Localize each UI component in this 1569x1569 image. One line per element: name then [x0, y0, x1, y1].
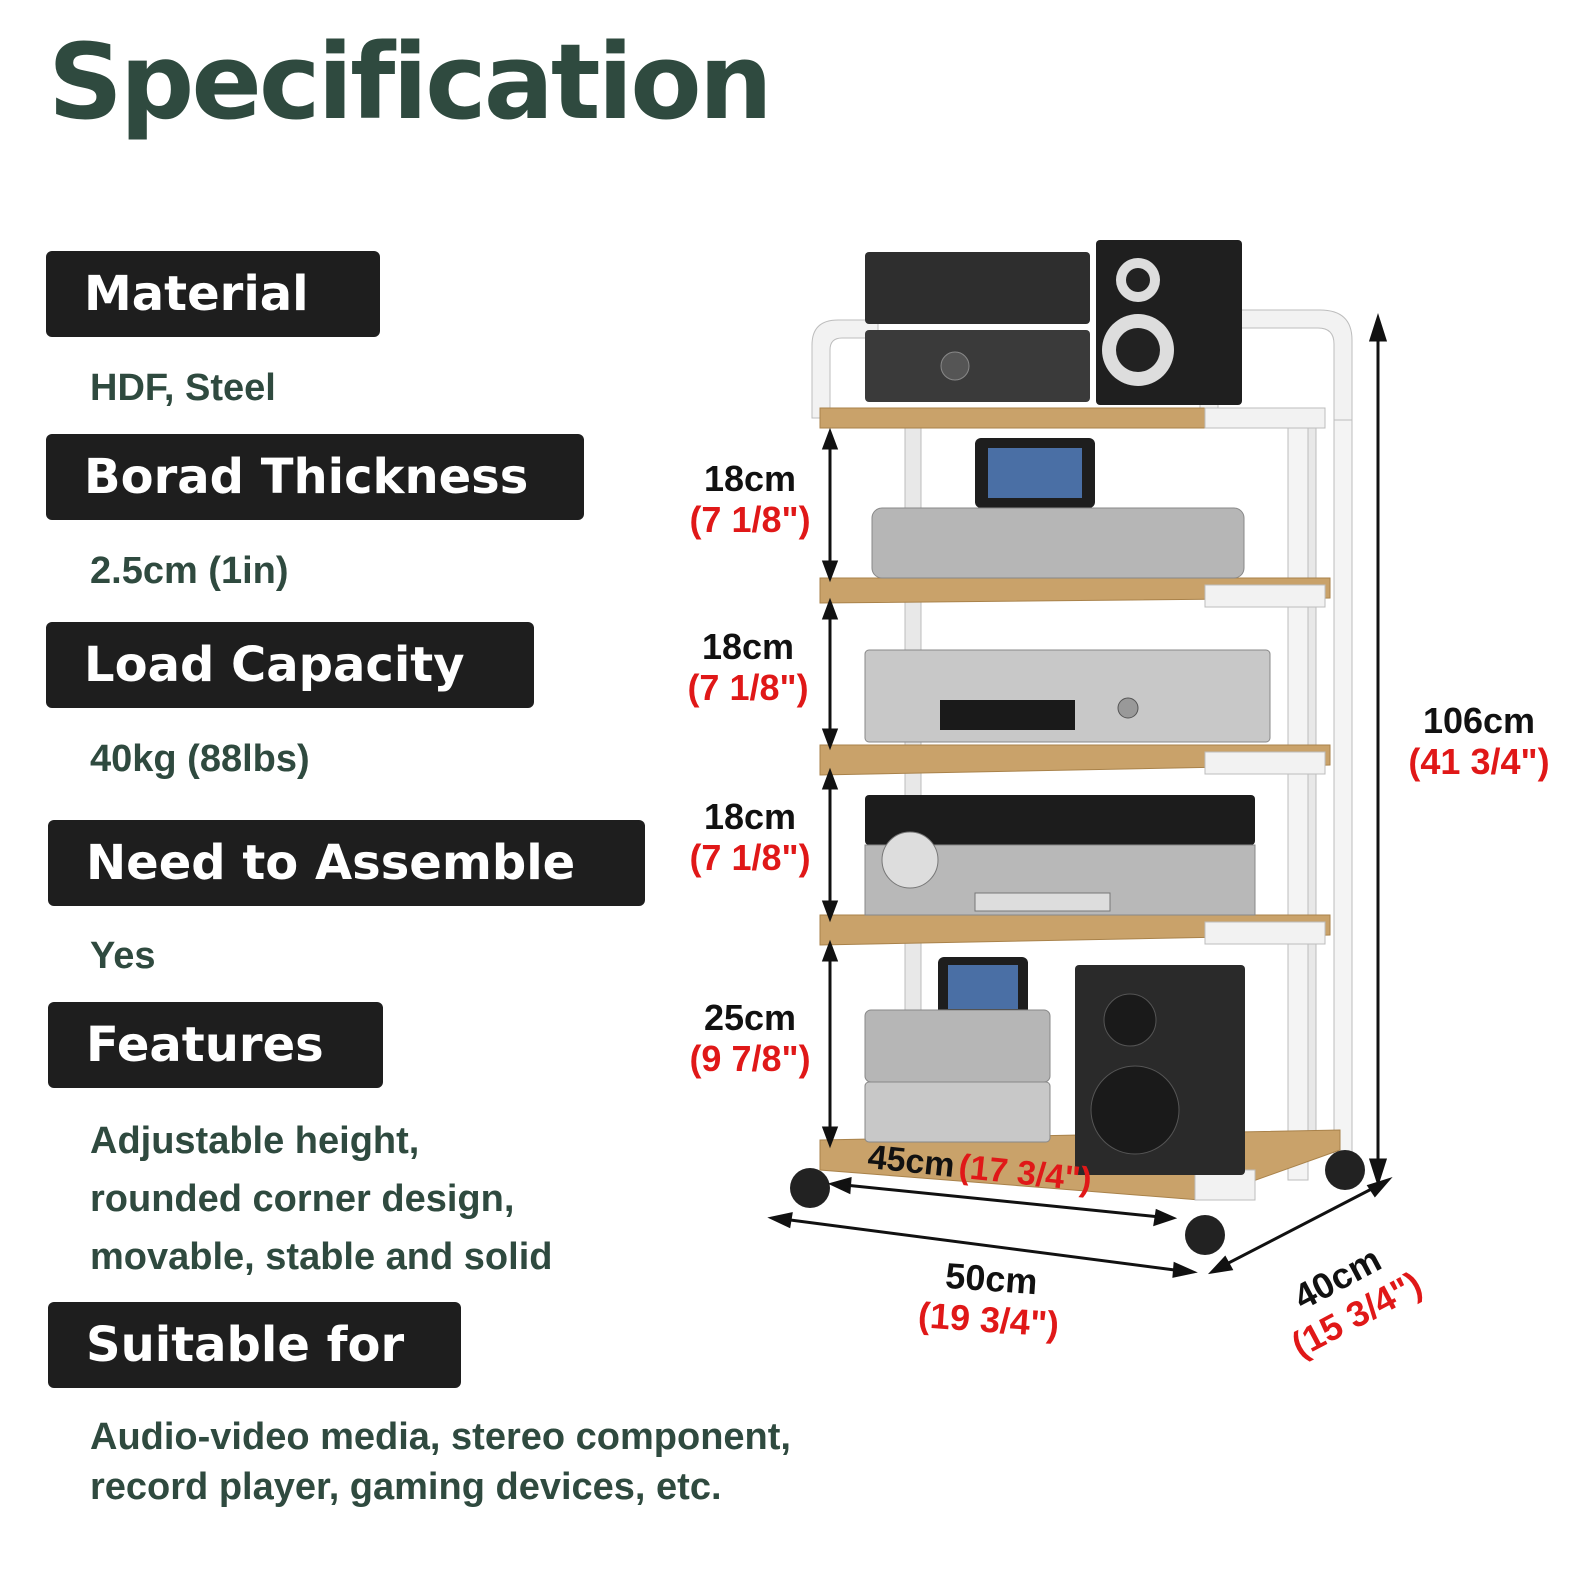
gap3-cm: 18cm	[703, 796, 797, 837]
width-dimension: 50cm (19 3/4")	[902, 1252, 1077, 1346]
bottom-devices	[864, 957, 1051, 1143]
features-value: Adjustable height, rounded corner design…	[90, 1112, 552, 1286]
gap1-dimension: 18cm (7 1/8")	[680, 458, 820, 541]
suitable-for-value: Audio-video media, stereo component, rec…	[90, 1412, 791, 1512]
shelf3-cd-player	[864, 649, 1271, 743]
features-label: Features	[48, 1002, 383, 1088]
shelf	[819, 744, 1331, 776]
height-dimension: 106cm (41 3/4")	[1394, 700, 1564, 783]
load-capacity-value: 40kg (88lbs)	[90, 738, 310, 780]
gap3-dimension: 18cm (7 1/8")	[680, 796, 820, 879]
gap4-inch: (9 7/8")	[689, 1038, 811, 1080]
assemble-value: Yes	[90, 935, 156, 977]
material-label: Material	[46, 251, 380, 337]
load-capacity-label: Load Capacity	[46, 622, 534, 708]
features-line: rounded corner design,	[90, 1178, 515, 1220]
height-inch: (41 3/4")	[1408, 741, 1550, 783]
bottom-speaker	[1075, 965, 1245, 1175]
caster-wheel	[1325, 1150, 1365, 1190]
shelf	[819, 577, 1331, 608]
material-value: HDF, Steel	[90, 367, 276, 409]
board-thickness-value: 2.5cm (1in)	[90, 550, 289, 592]
inner-width-cm: 45cm	[866, 1138, 957, 1185]
gap2-cm: 18cm	[701, 626, 795, 667]
suitable-line: record player, gaming devices, etc.	[90, 1466, 722, 1508]
gap4-cm: 25cm	[703, 997, 797, 1038]
assemble-label: Need to Assemble	[48, 820, 645, 906]
gap4-dimension: 25cm (9 7/8")	[680, 997, 820, 1080]
top-amplifier-stack	[865, 252, 1090, 402]
gap1-cm: 18cm	[703, 458, 797, 499]
shelf2-device	[871, 438, 1245, 579]
gap3-inch: (7 1/8")	[689, 837, 811, 879]
shelf	[819, 407, 1326, 429]
gap2-dimension: 18cm (7 1/8")	[678, 626, 818, 709]
suitable-for-label: Suitable for	[48, 1302, 461, 1388]
features-line: movable, stable and solid	[90, 1236, 553, 1278]
top-speaker	[1096, 240, 1242, 405]
front-right-upright	[1287, 419, 1309, 1181]
suitable-line: Audio-video media, stereo component,	[90, 1416, 791, 1458]
page-title: Specification	[48, 21, 773, 143]
gap1-inch: (7 1/8")	[689, 499, 811, 541]
dim-arrows	[767, 313, 1393, 1278]
caster-wheel	[1185, 1215, 1225, 1255]
gap2-inch: (7 1/8")	[687, 667, 809, 709]
shelf4-receiver	[864, 795, 1256, 916]
caster-wheel	[790, 1168, 830, 1208]
board-thickness-label: Borad Thickness	[46, 434, 584, 520]
shelf	[819, 914, 1331, 946]
features-line: Adjustable height,	[90, 1120, 420, 1162]
side-right-upright	[1333, 419, 1353, 1161]
height-cm: 106cm	[1422, 700, 1536, 741]
